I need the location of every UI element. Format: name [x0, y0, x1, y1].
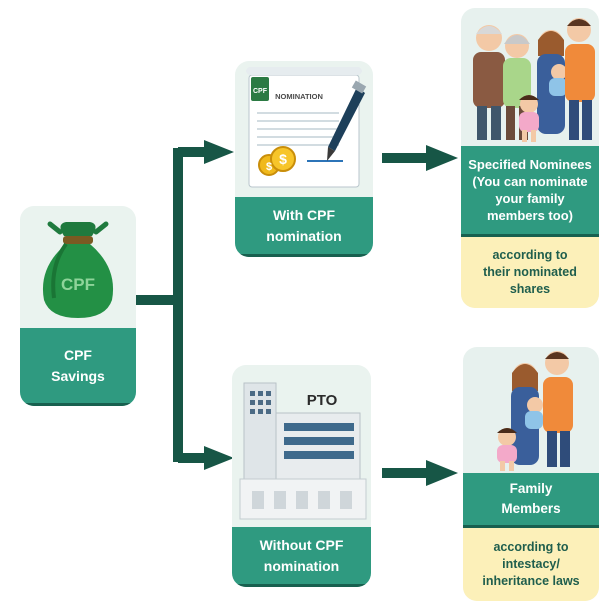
- girl-figure: [497, 428, 517, 471]
- family-illustration: [497, 351, 573, 471]
- building-sign: PTO: [307, 392, 338, 409]
- girl-figure: [519, 95, 539, 142]
- arrow-head-with-nomination: [204, 140, 234, 164]
- cpf-badge-text: CPF: [253, 88, 268, 95]
- money-bag-icon: CPF: [42, 221, 114, 318]
- bag-label: CPF: [61, 275, 95, 294]
- pen-icon: [327, 80, 367, 161]
- without-nomination-card: PTO Without CPF nomination: [232, 365, 371, 587]
- nomination-document-icon: CPF NOMINATION $ $: [246, 67, 367, 188]
- specified-nominees-label: Specified Nominees (You can nominate you…: [461, 146, 599, 237]
- nominees-note: according to their nominated shares: [461, 237, 599, 308]
- family-members-label: Family Members: [463, 473, 599, 528]
- cpf-savings-card: CPF CPF Savings: [20, 206, 136, 406]
- cpf-badge: [251, 77, 269, 101]
- svg-text:$: $: [266, 161, 272, 173]
- father-figure: [543, 351, 573, 467]
- mother-figure: [511, 363, 543, 465]
- svg-text:$: $: [279, 151, 287, 167]
- with-nomination-label: With CPF nomination: [235, 197, 373, 257]
- mother-figure: [537, 30, 567, 134]
- family-members-card: Family Members according to intestacy/ i…: [463, 347, 599, 601]
- arrow-head-family: [426, 460, 458, 486]
- extended-family-illustration: [473, 18, 595, 142]
- family-note: according to intestacy/ inheritance laws: [463, 528, 599, 601]
- arrow-head-without-nomination: [204, 446, 234, 470]
- grandfather-figure: [473, 25, 505, 140]
- cpf-savings-label: CPF Savings: [20, 328, 136, 406]
- arrow-head-nominees: [426, 145, 458, 171]
- father-figure: [565, 18, 595, 140]
- document-title: NOMINATION: [275, 92, 323, 101]
- without-nomination-label: Without CPF nomination: [232, 527, 371, 587]
- with-nomination-card: CPF NOMINATION $ $ With CPF nomination: [235, 61, 373, 257]
- specified-nominees-card: Specified Nominees (You can nominate you…: [461, 8, 599, 308]
- coins-icon: $ $: [258, 146, 296, 176]
- pto-building-icon: PTO: [239, 382, 367, 520]
